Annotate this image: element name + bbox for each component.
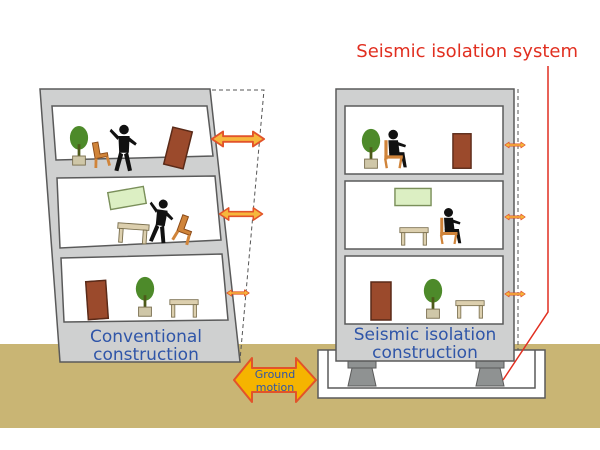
vibration-arrow [218, 206, 264, 222]
isolator-bearing-icon [347, 367, 377, 387]
isolated-label-line2: construction [372, 343, 478, 363]
cabinet-icon [370, 281, 392, 321]
conventional-label-line2: construction [93, 345, 199, 365]
vibration-arrow [504, 141, 526, 149]
vibration-arrow [226, 288, 250, 298]
callout-line [502, 66, 549, 381]
vibration-arrow [504, 213, 526, 221]
isolation-system-label: Seismic isolation system [356, 41, 578, 62]
ground-motion-label-line2: motion [256, 381, 295, 394]
isolated-label-line1: Seismic isolation [354, 325, 497, 345]
ground-motion-arrow: Ground motion [233, 357, 317, 403]
plant-icon [423, 278, 443, 319]
ground-motion-label-line1: Ground [255, 368, 295, 381]
picture-frame-icon [394, 187, 432, 207]
isolation-system-callout: Seismic isolation system [356, 41, 578, 381]
plant-icon [361, 128, 381, 169]
vibration-arrow [504, 290, 526, 298]
conventional-building: Conventional construction [39, 88, 266, 365]
plant-icon [135, 276, 155, 317]
isolated-building: Seismic isolation construction [317, 88, 546, 399]
cabinet-icon [84, 279, 110, 321]
conventional-label-line1: Conventional [90, 327, 202, 347]
vibration-arrow [210, 130, 266, 148]
original-position-outline [212, 89, 265, 361]
plant-icon [69, 126, 89, 166]
cabinet-icon [452, 132, 472, 170]
isolator-bearing-icon [475, 367, 505, 387]
